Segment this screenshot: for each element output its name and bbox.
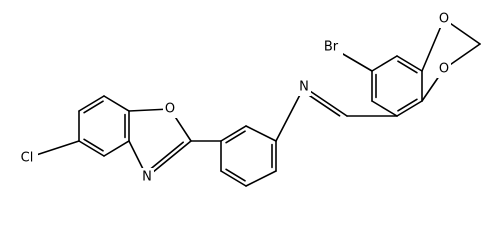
- bond-p1-p2-double: [225, 130, 246, 144]
- atom-br: Br: [319, 38, 343, 56]
- atom-n-imine-label: N: [299, 80, 309, 95]
- bond-r2-r3: [371, 55, 398, 72]
- atom-o-dioxole-bottom: O: [437, 60, 451, 78]
- bond-layer: [26, 18, 481, 187]
- atom-cl-label: Cl: [21, 151, 34, 166]
- atom-n-imine: N: [297, 78, 311, 96]
- bond-r5-r6: [396, 100, 423, 117]
- bond-p5-p6: [220, 170, 247, 187]
- bond-C2-N3-double: [148, 141, 184, 171]
- atom-cl: Cl: [16, 149, 38, 167]
- bond-b1-b2: [103, 95, 130, 112]
- bond-p2-p3: [245, 125, 277, 142]
- bond-N-CH-double: [306, 92, 341, 117]
- atom-o-dioxole-top: O: [437, 10, 451, 28]
- molecule-diagram: Br Cl N N O O: [16, 10, 481, 187]
- bond-N-CH: [303, 86, 348, 117]
- atom-o-oxazole-label: O: [165, 102, 175, 117]
- atom-br-label: Br: [324, 40, 339, 55]
- atom-label-layer: Br Cl N N O O: [16, 10, 451, 186]
- atom-o-dioxole-top-label: O: [439, 12, 449, 27]
- bond-b3-b4: [103, 140, 130, 157]
- bond-p4-p5: [245, 170, 277, 187]
- bond-p1-p2: [220, 125, 247, 142]
- atom-o-oxazole: O: [163, 100, 177, 118]
- atom-n-oxazole-label: N: [142, 170, 152, 185]
- bond-C2-N3: [146, 140, 192, 178]
- bond-b6-b1-double: [83, 100, 104, 114]
- atom-n-oxazole: N: [140, 168, 154, 186]
- bond-r5-r6-double: [397, 98, 418, 112]
- bond-p5-p6-double: [225, 168, 246, 182]
- bond-b4-b5: [78, 140, 105, 157]
- bond-b6-b1: [78, 95, 105, 112]
- structure-svg: Br Cl N N O O: [16, 10, 481, 187]
- bond-r3-r4: [396, 55, 423, 72]
- atom-o-dioxole-bottom-label: O: [439, 62, 449, 77]
- bond-r6-r1: [371, 100, 398, 117]
- bond-b4-b5-double: [83, 138, 104, 152]
- bond-r3-r4-double: [397, 60, 418, 74]
